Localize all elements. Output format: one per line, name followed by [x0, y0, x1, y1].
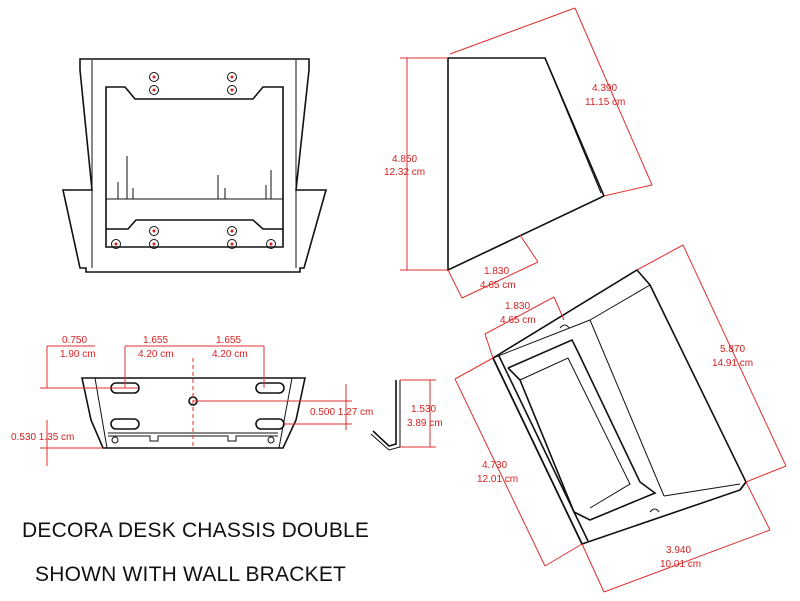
front-view-screw-centers: [114, 75, 273, 246]
side-diag-ext-1: [574, 7, 653, 186]
iso-right-ext-2: [745, 465, 787, 483]
iso-top-ext-2: [553, 296, 565, 321]
side-base-dim-cm: 4.65 cm: [480, 280, 516, 291]
bracket-left-bend: [94, 377, 108, 449]
side-base-ext-2: [519, 234, 539, 263]
bracket-right-bend: [278, 377, 293, 449]
iso-top-dim-cm: 4.65 cm: [500, 315, 536, 326]
side-view: 4.390 11.15 cm 4.850 12.32 cm 1.830 4.65…: [384, 7, 653, 299]
screw-center-icon: [152, 229, 156, 233]
bracket-mid1-dim-in: 1.655: [143, 335, 168, 346]
iso-left-ext-2: [544, 543, 583, 567]
iso-view-front-edge-2: [589, 284, 651, 321]
iso-view-left-rail-inner: [498, 355, 589, 542]
iso-view: 1.830 4.65 cm 5.870 14.91 cm 4.730 12.01…: [454, 244, 787, 593]
iso-view-side-edge: [589, 319, 665, 497]
side-height-dim-in: 4.850: [392, 154, 417, 165]
screw-hole-icon: [227, 72, 237, 82]
iso-bottom-dim-cm: 10.01 cm: [660, 559, 701, 570]
iso-right-ext-1: [636, 244, 684, 271]
bracket-bottom-dim: 0.530 1.35 cm: [11, 432, 74, 443]
iso-left-ext-1: [454, 357, 494, 380]
screw-hole-icon: [149, 239, 159, 249]
iso-view-inner-plate: [507, 338, 657, 521]
side-base-dim-in: 1.830: [484, 266, 509, 277]
bracket-left-dim-in: 0.750: [62, 335, 87, 346]
bracket-slot-top-right: [255, 382, 285, 394]
front-view-crossbar-bottom: [106, 219, 283, 230]
iso-view-left-rail: [492, 357, 583, 545]
screw-hole-icon: [266, 239, 276, 249]
bracket-profile: 1.530 3.89 cm: [370, 379, 443, 451]
screw-hole-icon: [149, 226, 159, 236]
screw-hole-icon: [149, 72, 159, 82]
bracket-right-dim: 0.500 1.27 cm: [310, 407, 373, 418]
side-view-inner-edge: [544, 57, 602, 194]
side-diag-dim-in: 4.390: [592, 83, 617, 94]
bracket-outline: [81, 377, 306, 449]
screw-hole-icon: [227, 85, 237, 95]
iso-view-bottom-edge: [663, 483, 741, 497]
bracket-corner-hole-icon: [111, 436, 119, 444]
iso-top-ext-1: [484, 333, 494, 359]
screw-center-icon: [152, 75, 156, 79]
iso-top-dim-line: [484, 296, 555, 335]
screw-hole-icon: [227, 239, 237, 249]
iso-right-dim-cm: 14.91 cm: [712, 358, 753, 369]
iso-bottom-ext-2: [745, 481, 771, 531]
bracket-slot-bottom-right: [255, 418, 285, 430]
iso-top-dim-in: 1.830: [505, 301, 530, 312]
iso-left-dim-cm: 12.01 cm: [477, 474, 518, 485]
bracket-mid2-dim-cm: 4.20 cm: [212, 349, 248, 360]
side-diag-ext-2: [603, 184, 653, 197]
bracket-left-dim-cm: 1.90 cm: [60, 349, 96, 360]
screw-center-icon: [230, 242, 234, 246]
screw-hole-icon: [111, 239, 121, 249]
screw-center-icon: [230, 229, 234, 233]
side-base-ext-1: [447, 269, 463, 299]
front-view-outer-outline: [62, 58, 328, 273]
bracket-mid1-dim-cm: 4.20 cm: [138, 349, 174, 360]
screw-center-icon: [230, 88, 234, 92]
front-view-opening: [105, 86, 284, 248]
screw-center-icon: [230, 75, 234, 79]
screw-hole-icon: [149, 85, 159, 95]
side-height-dim-cm: 12.32 cm: [384, 167, 425, 178]
iso-right-dim-line: [682, 244, 787, 467]
side-diag-dim-cm: 11.15 cm: [585, 97, 625, 108]
drawing-subtitle: SHOWN WITH WALL BRACKET: [35, 563, 347, 586]
screw-hole-icon: [227, 226, 237, 236]
iso-left-dim-in: 4.730: [482, 460, 507, 471]
iso-bottom-ext-1: [581, 543, 605, 593]
iso-view-inner-plate-detail: [519, 357, 631, 509]
iso-right-dim-in: 5.870: [720, 344, 745, 355]
front-view-screw-holes: [111, 72, 276, 249]
iso-view-notch-bottom: [649, 508, 660, 513]
bracket-profile-inner: [370, 380, 401, 451]
iso-view-front-edge: [492, 319, 591, 359]
bracket-mid2-dim-in: 1.655: [216, 335, 241, 346]
screw-center-icon: [152, 88, 156, 92]
screw-center-icon: [114, 242, 118, 246]
bracket-height-dim-cm: 3.89 cm: [407, 418, 443, 429]
iso-bottom-dim-in: 3.940: [666, 545, 691, 556]
screw-center-icon: [269, 242, 273, 246]
iso-left-dim-line: [454, 378, 546, 567]
bracket-corner-hole-icon: [267, 436, 275, 444]
drawing-title: DECORA DESK CHASSIS DOUBLE: [22, 519, 370, 542]
iso-bottom-dim-line: [603, 529, 771, 593]
bracket-height-dim-in: 1.530: [411, 404, 436, 415]
side-view-outline: [447, 57, 606, 272]
side-diag-dim-line: [449, 7, 576, 55]
bracket-view: 0.750 1.90 cm 1.655 4.20 cm 1.655 4.20 c…: [11, 335, 373, 466]
bracket-profile-outline: [372, 380, 397, 447]
side-base-dim-line: [461, 261, 539, 299]
iso-view-notch-top: [559, 324, 570, 329]
front-view: [62, 58, 328, 273]
iso-view-right-rail: [739, 481, 747, 491]
bracket-slot-bottom-left: [110, 418, 140, 430]
screw-center-icon: [152, 242, 156, 246]
